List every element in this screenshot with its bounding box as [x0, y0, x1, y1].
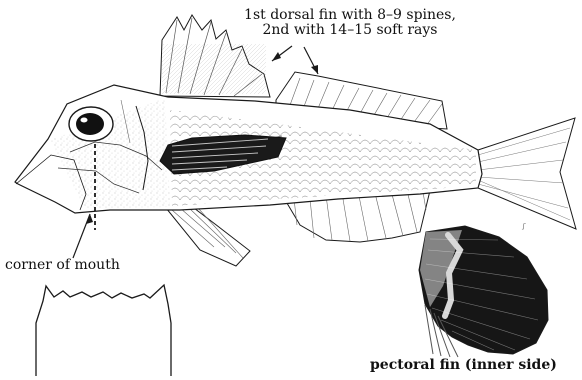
pelvic-fin — [166, 205, 250, 266]
fish-eye — [69, 107, 113, 141]
corner-of-mouth-label: corner of mouth — [5, 258, 120, 273]
head-dorsal-outline — [36, 285, 171, 376]
pectoral-fin-inner-view — [419, 226, 548, 357]
dorsal-fins-label-line-1: 1st dorsal fin with 8–9 spines, — [230, 8, 470, 23]
caudal-fin — [478, 118, 576, 229]
pectoral-fin-label: pectoral fin (inner side) — [370, 358, 557, 373]
artist-signature: ʃ — [523, 223, 525, 230]
dorsal-fins-label-line-2: 2nd with 14–15 soft rays — [230, 23, 470, 38]
dorsal-fin-arrows — [272, 46, 318, 74]
dorsal-fins-label: 1st dorsal fin with 8–9 spines, 2nd with… — [230, 8, 470, 37]
